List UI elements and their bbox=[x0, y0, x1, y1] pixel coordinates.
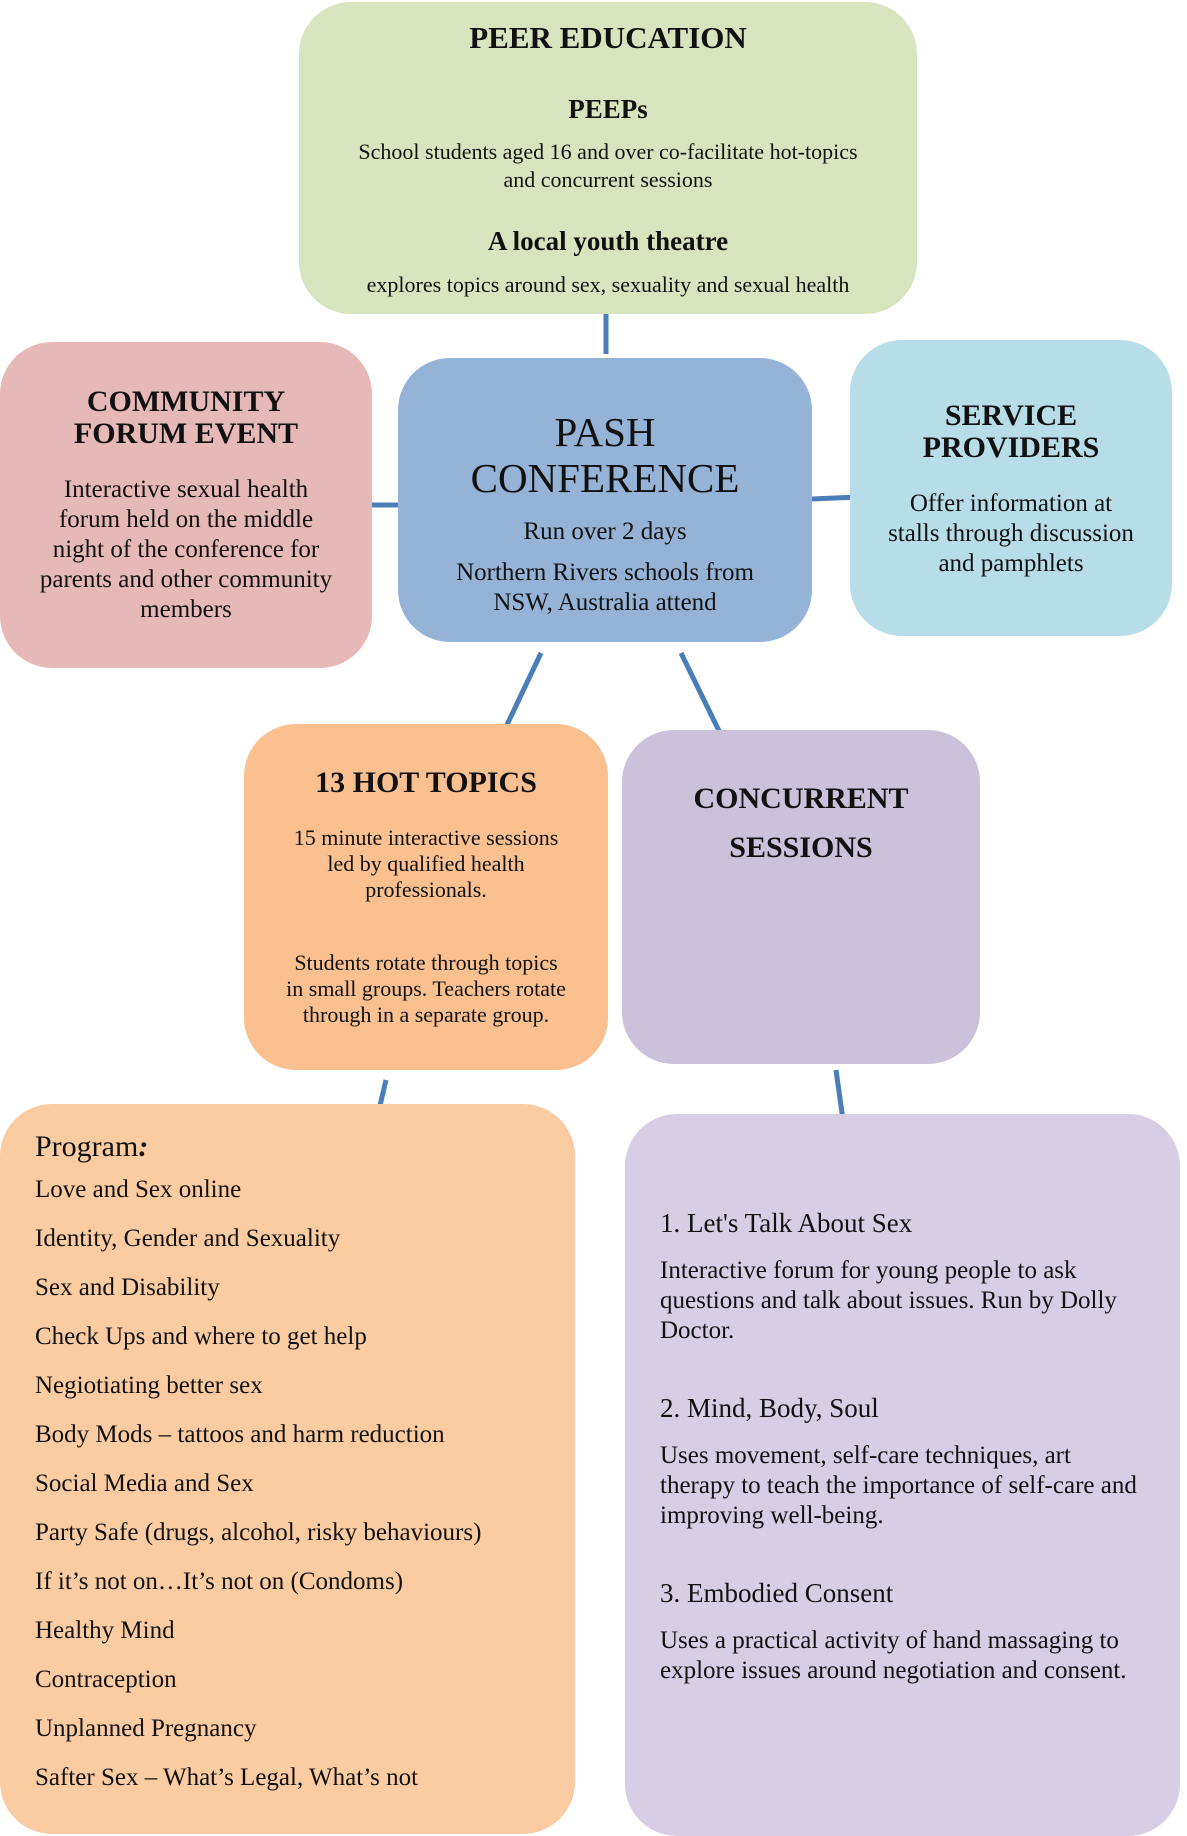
program-heading: Program: bbox=[35, 1130, 148, 1164]
session-title: 2. Mind, Body, Soul bbox=[660, 1393, 879, 1423]
youth-theatre-subtitle: A local youth theatre bbox=[487, 226, 729, 256]
youth-theatre-desc: explores topics around sex, sexuality an… bbox=[366, 272, 850, 297]
community-forum-desc-line5: members bbox=[140, 596, 232, 623]
community-forum-node: COMMUNITY FORUM EVENT Interactive sexual… bbox=[0, 342, 372, 668]
connector-center-hot bbox=[502, 651, 544, 731]
program-item: Identity, Gender and Sexuality bbox=[35, 1225, 341, 1252]
service-providers-desc-line3: and pamphlets bbox=[938, 550, 1084, 577]
hot-topics-desc1-line3: professionals. bbox=[365, 877, 487, 902]
hot-topics-title: 13 HOT TOPICS bbox=[315, 766, 537, 799]
peeps-desc-line2: and concurrent sessions bbox=[503, 167, 713, 192]
program-item: Negiotiating better sex bbox=[35, 1372, 263, 1399]
community-forum-title-line1: COMMUNITY bbox=[86, 385, 286, 418]
sessions-list-node: 1. Let's Talk About Sex Interactive foru… bbox=[625, 1114, 1180, 1836]
program-list-node: Program: Love and Sex online Identity, G… bbox=[0, 1104, 575, 1834]
program-item: Check Ups and where to get help bbox=[35, 1323, 367, 1350]
community-forum-desc-line1: Interactive sexual health bbox=[63, 476, 309, 503]
hot-topics-desc2-line3: through in a separate group. bbox=[302, 1002, 550, 1027]
service-providers-desc-line1: Offer information at bbox=[909, 490, 1113, 517]
program-item: Unplanned Pregnancy bbox=[35, 1715, 257, 1742]
program-item: Healthy Mind bbox=[35, 1617, 175, 1644]
concurrent-title-line1: CONCURRENT bbox=[693, 782, 909, 815]
session-desc: Uses movement, self-care techniques, art… bbox=[660, 1442, 1137, 1529]
pash-title-line1: PASH bbox=[554, 409, 656, 455]
session-title: 3. Embodied Consent bbox=[660, 1578, 894, 1608]
peer-education-title: PEER EDUCATION bbox=[469, 20, 747, 55]
program-item: Social Media and Sex bbox=[35, 1470, 254, 1497]
program-item: Love and Sex online bbox=[35, 1176, 242, 1203]
service-providers-title-line2: PROVIDERS bbox=[922, 431, 1100, 464]
program-item: Sex and Disability bbox=[35, 1274, 220, 1301]
community-forum-desc-line2: forum held on the middle bbox=[58, 506, 314, 533]
program-item: Contraception bbox=[35, 1666, 177, 1693]
program-item: Body Mods – tattoos and harm reduction bbox=[35, 1421, 445, 1448]
concurrent-title-line2: SESSIONS bbox=[729, 831, 873, 864]
peeps-desc-line1: School students aged 16 and over co-faci… bbox=[358, 139, 858, 164]
pash-run-days: Run over 2 days bbox=[523, 518, 687, 545]
peeps-subtitle: PEEPs bbox=[568, 94, 648, 124]
program-item: Party Safe (drugs, alcohol, risky behavi… bbox=[35, 1519, 482, 1546]
pash-title-line2: CONFERENCE bbox=[470, 455, 740, 501]
community-forum-desc-line4: parents and other community bbox=[39, 566, 333, 593]
hot-topics-desc1-line2: led by qualified health bbox=[327, 851, 525, 876]
hot-topics-desc2-line2: in small groups. Teachers rotate bbox=[286, 976, 566, 1001]
concurrent-sessions-node: CONCURRENT SESSIONS bbox=[622, 730, 980, 1064]
service-providers-title-line1: SERVICE bbox=[944, 399, 1078, 432]
program-item: Safter Sex – What’s Legal, What’s not bbox=[35, 1764, 419, 1791]
program-heading-text: Program bbox=[35, 1130, 139, 1163]
community-forum-desc-line3: night of the conference for bbox=[52, 536, 320, 563]
connector-concurrent-sessions bbox=[833, 1069, 846, 1121]
session-title: 1. Let's Talk About Sex bbox=[660, 1208, 913, 1238]
service-providers-node: SERVICE PROVIDERS Offer information at s… bbox=[850, 340, 1172, 636]
service-providers-desc-line2: stalls through discussion bbox=[888, 520, 1134, 547]
session-desc: Interactive forum for young people to as… bbox=[660, 1257, 1117, 1344]
hot-topics-desc1-line1: 15 minute interactive sessions bbox=[293, 825, 559, 850]
hot-topics-node: 13 HOT TOPICS 15 minute interactive sess… bbox=[244, 724, 608, 1070]
hot-topics-desc2-line1: Students rotate through topics bbox=[294, 950, 558, 975]
pash-schools-line2: NSW, Australia attend bbox=[493, 589, 717, 616]
program-item: If it’s not on…It’s not on (Condoms) bbox=[35, 1568, 404, 1595]
community-forum-title-line2: FORUM EVENT bbox=[73, 417, 299, 450]
peer-education-node: PEER EDUCATION PEEPs School students age… bbox=[299, 2, 917, 314]
pash-conference-node: PASH CONFERENCE Run over 2 days Northern… bbox=[398, 358, 812, 642]
connector-center-concurrent bbox=[678, 651, 725, 739]
program-heading-colon: : bbox=[138, 1130, 149, 1163]
session-desc: Uses a practical activity of hand massag… bbox=[660, 1627, 1127, 1684]
pash-schools-line1: Northern Rivers schools from bbox=[456, 559, 754, 586]
